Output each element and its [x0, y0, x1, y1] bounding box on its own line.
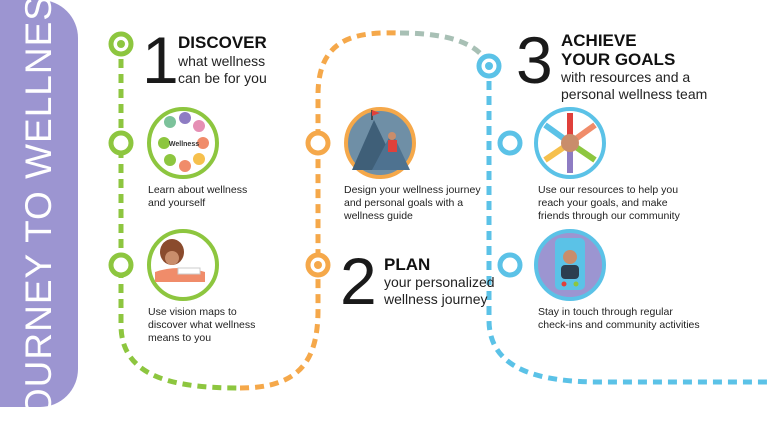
- green-path: [118, 44, 241, 391]
- node-resources: [497, 130, 523, 156]
- step-number-1: 1: [142, 23, 179, 97]
- phone-call-illustration: [534, 229, 606, 301]
- node-learn: [108, 130, 134, 156]
- item-vision: Use vision maps to discover what wellnes…: [148, 306, 256, 344]
- item-touch: Stay in touch through regular check-ins …: [538, 306, 700, 331]
- step-number-2: 2: [340, 244, 377, 318]
- step-number-3: 3: [516, 23, 553, 97]
- step-subheading-achieve: with resources and a personal wellness t…: [561, 69, 708, 102]
- top-arc-path: [399, 30, 492, 68]
- step-subheading-plan: your personalized wellness journey: [384, 274, 495, 307]
- orange-path: [239, 30, 401, 391]
- wheel-center-label: Wellness: [169, 141, 199, 148]
- mountain-climb-illustration: [344, 107, 416, 179]
- node-touch: [497, 252, 523, 278]
- wellness-wheel-illustration: Wellness: [147, 107, 219, 179]
- item-learn: Learn about wellness and yourself: [148, 184, 248, 209]
- node-vision: [108, 252, 134, 278]
- node-design: [305, 130, 331, 156]
- step-heading-discover: DISCOVER: [178, 33, 267, 52]
- node-achieve-inner: [485, 62, 493, 70]
- journey-path: Wellness: [108, 30, 768, 391]
- step-heading-plan: PLAN: [384, 255, 431, 274]
- item-design: Design your wellness journey and persona…: [344, 184, 481, 222]
- item-resources: Use our resources to help you reach your…: [538, 184, 680, 222]
- node-discover-inner: [117, 40, 125, 48]
- step-heading-achieve: ACHIEVE YOUR GOALS: [561, 31, 676, 69]
- blue-path: [486, 66, 768, 385]
- node-plan-inner: [314, 261, 322, 269]
- hands-together-illustration: [534, 107, 606, 179]
- step-subheading-discover: what wellness can be for you: [178, 53, 267, 86]
- infographic: JOURNEY TO WELLNESS: [0, 0, 768, 407]
- vision-map-illustration: [147, 229, 219, 301]
- sidebar: JOURNEY TO WELLNESS: [0, 0, 78, 437]
